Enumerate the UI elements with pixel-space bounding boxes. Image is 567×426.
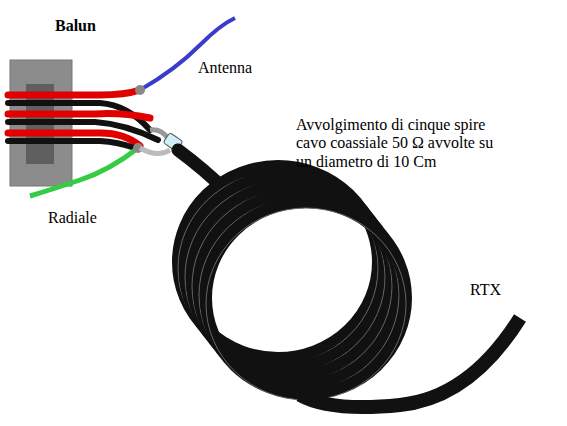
coax-shield-lead — [140, 148, 170, 154]
balun-windings — [8, 90, 158, 148]
note-text: Avvolgimento di cinque spire cavo coassi… — [296, 116, 496, 171]
port-label: RTX — [470, 281, 501, 299]
antenna-wire — [140, 18, 235, 90]
coax-cable — [300, 318, 520, 407]
part-label: Balun — [55, 17, 96, 35]
coax-coil — [178, 166, 406, 400]
radial-wire — [30, 148, 138, 196]
wire-label: Radiale — [48, 209, 97, 227]
wire-label: Antenna — [198, 59, 252, 77]
coax-core-lead — [150, 130, 168, 138]
coil-turn — [206, 202, 406, 394]
coil-gap — [206, 208, 406, 400]
solder-point — [135, 85, 145, 95]
